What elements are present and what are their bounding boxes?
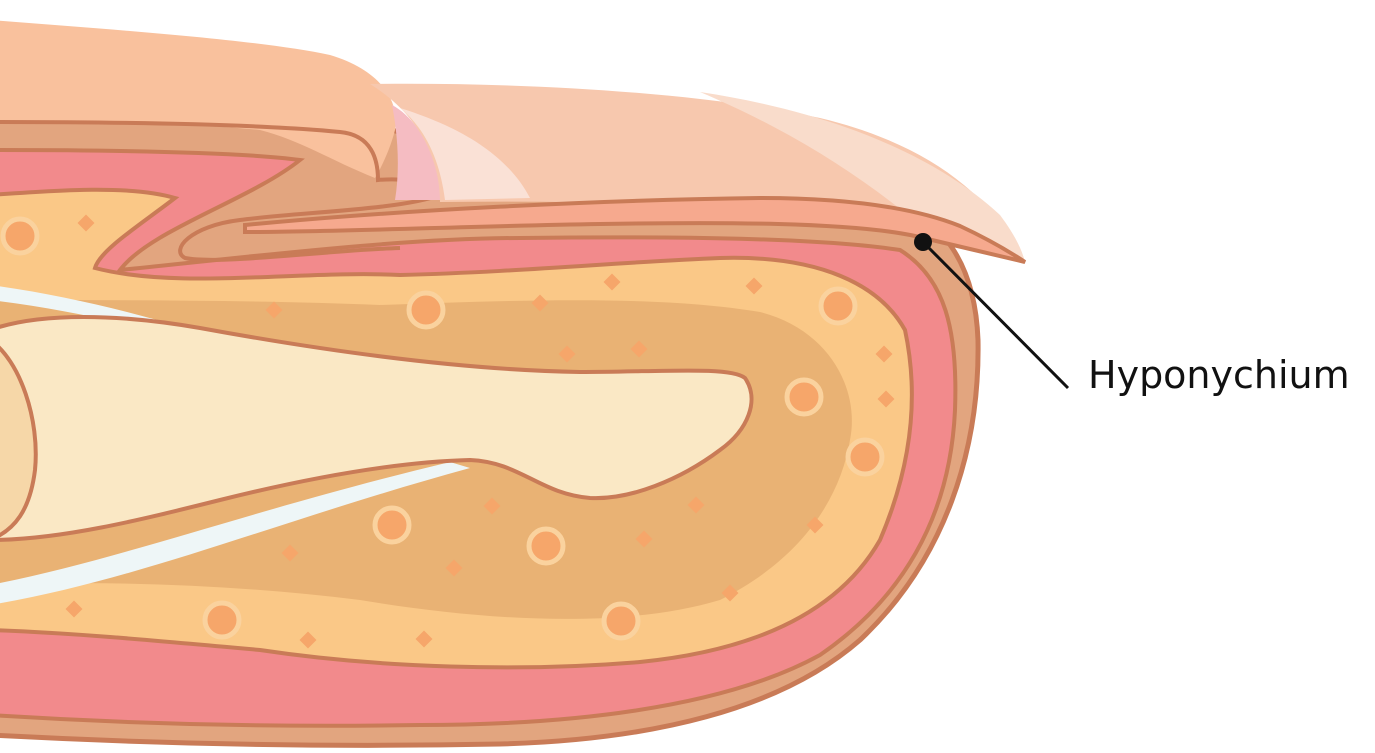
hyponychium-marker-dot [914, 233, 932, 251]
fat-cell [787, 380, 821, 414]
fat-cell [409, 293, 443, 327]
hyponychium-label: Hyponychium [1088, 356, 1350, 394]
fat-cell [375, 508, 409, 542]
fat-cell [848, 440, 882, 474]
fat-cell [205, 603, 239, 637]
fat-cell [604, 604, 638, 638]
fat-cell [529, 529, 563, 563]
fat-cell [821, 289, 855, 323]
fat-cell [3, 219, 37, 253]
